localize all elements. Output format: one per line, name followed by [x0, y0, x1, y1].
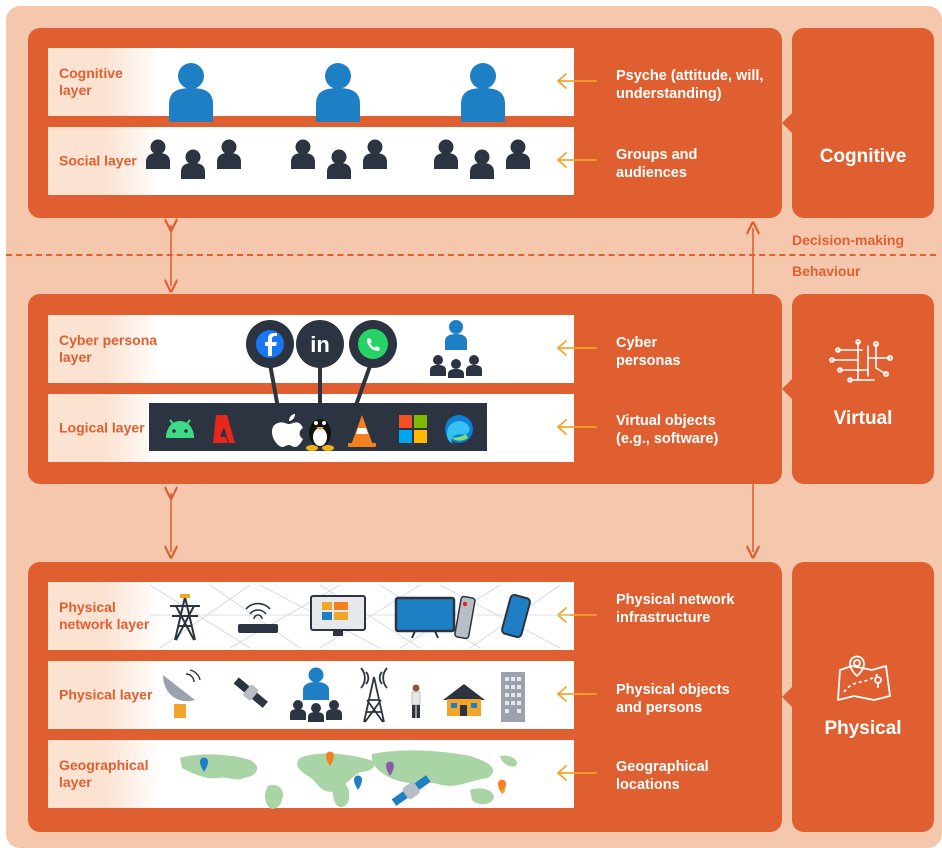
- map-satellite-icon: [391, 775, 431, 806]
- social-layer-description: Groups and audiences: [616, 147, 698, 181]
- cognitive-notch: [782, 113, 792, 133]
- logical-layer-label: Logical layer: [59, 419, 145, 436]
- vlc-icon: [348, 415, 376, 447]
- standing-person-icon: [411, 684, 421, 718]
- whatsapp-icon: [349, 320, 397, 368]
- physical-notch: [782, 687, 792, 707]
- linux-icon: [306, 419, 334, 451]
- cyber-persona-group-icon: [430, 355, 482, 378]
- satellite-icon: [233, 677, 268, 708]
- physical-layer-row: Physical layer: [48, 661, 574, 729]
- windows-icon: [399, 415, 427, 443]
- cognitive-layer-description: Psyche (attitude, will, understanding): [616, 68, 764, 102]
- cognitive-side-panel: Cognitive: [782, 28, 934, 218]
- cell-tower-icon: [360, 667, 388, 723]
- physical-network-layer-description: Physical network infrastructure: [616, 592, 735, 626]
- cognitive-side-label: Cognitive: [819, 146, 907, 167]
- cyber-persona-layer-description: Cyber personas: [616, 335, 681, 369]
- power-pylon-icon: [170, 594, 200, 641]
- social-layer-label: Social layer: [59, 152, 137, 169]
- map-pin-icon: [837, 655, 891, 701]
- cyber-persona-person-icon: [445, 320, 467, 350]
- virtual-side-label: Virtual: [833, 408, 893, 429]
- desktop-monitor-icon: [310, 595, 366, 636]
- apple-icon: [272, 414, 303, 447]
- office-building-icon: [501, 672, 525, 722]
- remote-control-icon: [454, 595, 476, 640]
- geographical-layer-label: Geographical layer: [59, 757, 149, 790]
- behaviour-label: Behaviour: [792, 263, 861, 279]
- physical-side-panel: Physical: [782, 562, 934, 832]
- svg-text:in: in: [310, 332, 330, 357]
- physical-person-icon: [303, 667, 329, 700]
- logical-layer-description: Virtual objects (e.g., software): [616, 413, 719, 447]
- virtual-notch: [782, 379, 792, 399]
- adobe-icon: [213, 415, 235, 443]
- tv-icon: [394, 596, 456, 639]
- physical-layer-label: Physical layer: [59, 686, 153, 703]
- decision-behaviour-divider: [6, 254, 936, 256]
- circuit-icon: [829, 339, 893, 383]
- world-map-icon: [180, 750, 517, 809]
- location-pin-icons: [200, 751, 506, 794]
- cyber-persona-layer-label: Cyber persona layer: [59, 332, 158, 365]
- physical-side-label: Physical: [824, 718, 902, 739]
- house-icon: [443, 684, 485, 716]
- smartphone-icon: [501, 593, 531, 639]
- physical-group-icon: [290, 700, 342, 722]
- physical-layer-description: Physical objects and persons: [616, 682, 730, 716]
- satellite-dish-icon: [163, 669, 201, 718]
- physical-network-layer-label: Physical network layer: [59, 599, 150, 632]
- android-icon: [166, 419, 194, 438]
- edge-icon: [445, 415, 473, 444]
- virtual-side-panel: Virtual: [782, 294, 934, 484]
- geographical-layer-description: Geographical locations: [616, 759, 709, 793]
- facebook-icon: [246, 320, 294, 368]
- cognitive-layer-label: Cognitive layer: [59, 65, 123, 98]
- linkedin-icon: in: [296, 320, 344, 368]
- router-icon: [238, 602, 278, 633]
- decision-making-label: Decision-making: [792, 232, 905, 248]
